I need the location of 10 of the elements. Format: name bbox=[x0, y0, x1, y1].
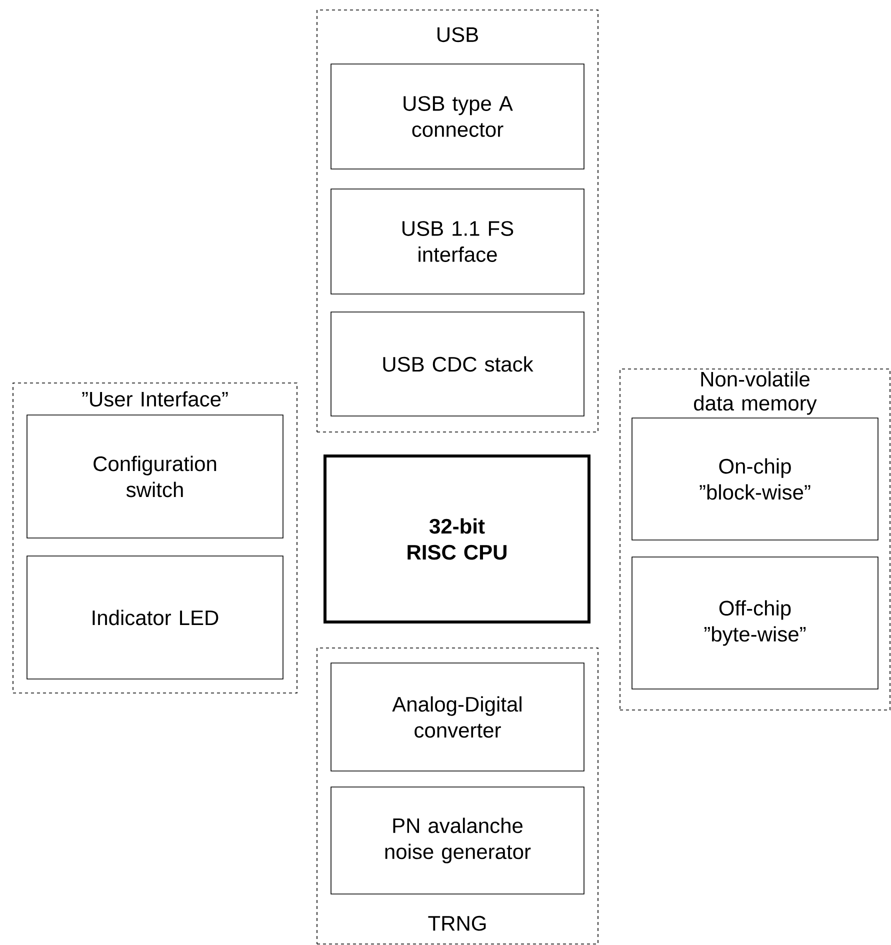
component-box: On-chip ”block-wise” bbox=[632, 418, 878, 540]
component-box: Analog-Digital converter bbox=[330, 662, 584, 772]
component-box: Indicator LED bbox=[26, 556, 284, 680]
component-box: PN avalanche noise generator bbox=[330, 786, 584, 894]
component-box: Configuration switch bbox=[26, 414, 284, 538]
component-box: USB 1.1 FS interface bbox=[330, 188, 584, 294]
component-box: USB type A connector bbox=[330, 64, 584, 170]
processor-box: 32-bit RISC CPU bbox=[324, 454, 590, 624]
component-box: Off-chip ”byte-wise” bbox=[632, 556, 878, 690]
component-box: USB CDC stack bbox=[330, 312, 584, 416]
